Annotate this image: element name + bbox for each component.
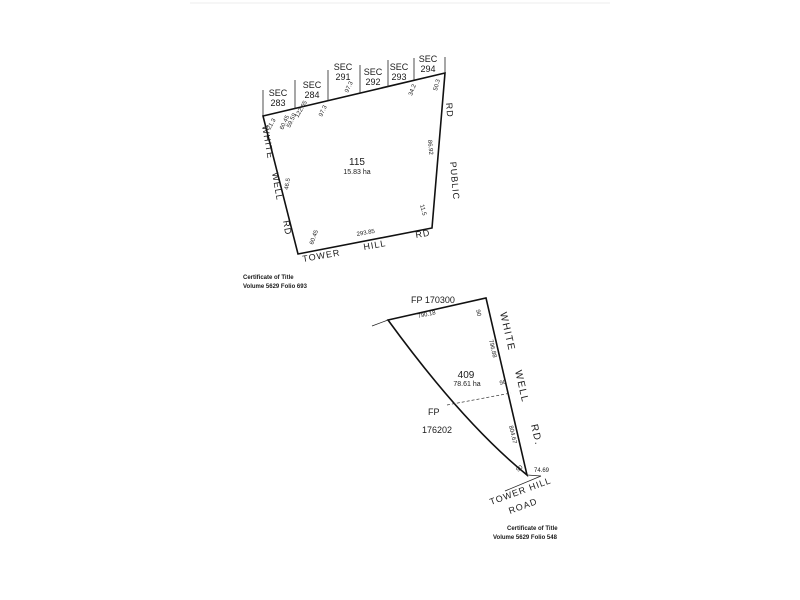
road-east-1: PUBLIC [448,161,461,200]
dim-north-d: 34.2 [408,83,418,97]
south-road-boundary-short [526,474,542,477]
certificate-title-lower: Certificate of Title [507,526,558,532]
dim-lower-east-upper: 796.88 [487,339,497,359]
dim-north-c: 97.3 [344,80,355,94]
parcel-115-boundary [262,71,446,255]
dim-lower-corner-b: 90 [499,380,507,387]
road-west-3: RD [281,220,293,237]
dim-lower-north: 790.18 [417,310,437,320]
sec-number-5: 293 [391,72,406,82]
certificate-volume-lower: Volume 5629 Folio 548 [493,535,558,541]
sec-label-5: SEC [390,62,409,72]
parcel-lower: FP 170300 FP 176202 409 78.61 ha 790.18 … [371,295,558,541]
north-boundary-extension [371,319,389,327]
certificate-title-upper: Certificate of Title [243,275,294,281]
sec-label-4: SEC [364,67,383,77]
internal-division [446,392,512,406]
lot-number-409: 409 [458,370,475,381]
dim-corner-ne: 50.3 [433,78,442,91]
dim-east: 86.92 [426,140,433,156]
road-south-2: HILL [363,238,387,252]
lot-area-115: 15.83 ha [343,169,370,176]
road-east-2: RD [444,102,455,118]
dim-west-a: 21.3 [267,117,278,131]
road-west-2: WELL [270,172,285,202]
sec-label-1: SEC [269,88,288,98]
parcel-upper: SEC 283 SEC 284 SEC 291 SEC 292 SEC 293 … [243,54,461,290]
fp-top-label: FP 170300 [411,295,455,305]
parcel-409-boundary [386,297,529,478]
road-south-3: RD [415,228,432,240]
road-south-1: TOWER [302,247,341,264]
sec-number-6: 294 [420,64,435,74]
dim-lower-east-lower: 804.67 [507,425,517,445]
road-lower-east-2: WELL [512,369,530,404]
dim-east-short: 11.5 [418,204,427,217]
dim-lower-corner-c: 90 [515,464,524,473]
road-west-1: WHITE [260,125,276,160]
lot-area-409: 78.61 ha [453,381,480,388]
road-lower-east-1: WHITE [497,311,517,352]
dim-west-d: 46.5 [284,177,292,190]
sec-label-2: SEC [303,80,322,90]
dim-south: 293.85 [356,229,376,238]
dim-lower-corner-a: 90 [474,309,481,317]
sec-number-4: 292 [365,77,380,87]
sec-number-3: 291 [335,72,350,82]
section-dividers [262,57,446,116]
road-lower-east-3: RD. [528,423,544,447]
lot-number-115: 115 [349,157,365,168]
dim-west-e: 60.45 [309,229,320,246]
fp-side-number: 176202 [422,425,452,435]
dim-lower-south: 74.69 [534,468,550,474]
sec-number-1: 283 [270,98,285,108]
dim-west-c: 59.59 [286,112,298,129]
certificate-volume-upper: Volume 5629 Folio 693 [243,284,308,290]
sec-label-6: SEC [419,54,438,64]
fp-side-label: FP [428,407,440,417]
sec-label-3: SEC [334,62,353,72]
south-road-boundary [504,475,542,492]
dim-north-b: 97.3 [318,104,329,118]
sec-number-2: 284 [304,90,319,100]
